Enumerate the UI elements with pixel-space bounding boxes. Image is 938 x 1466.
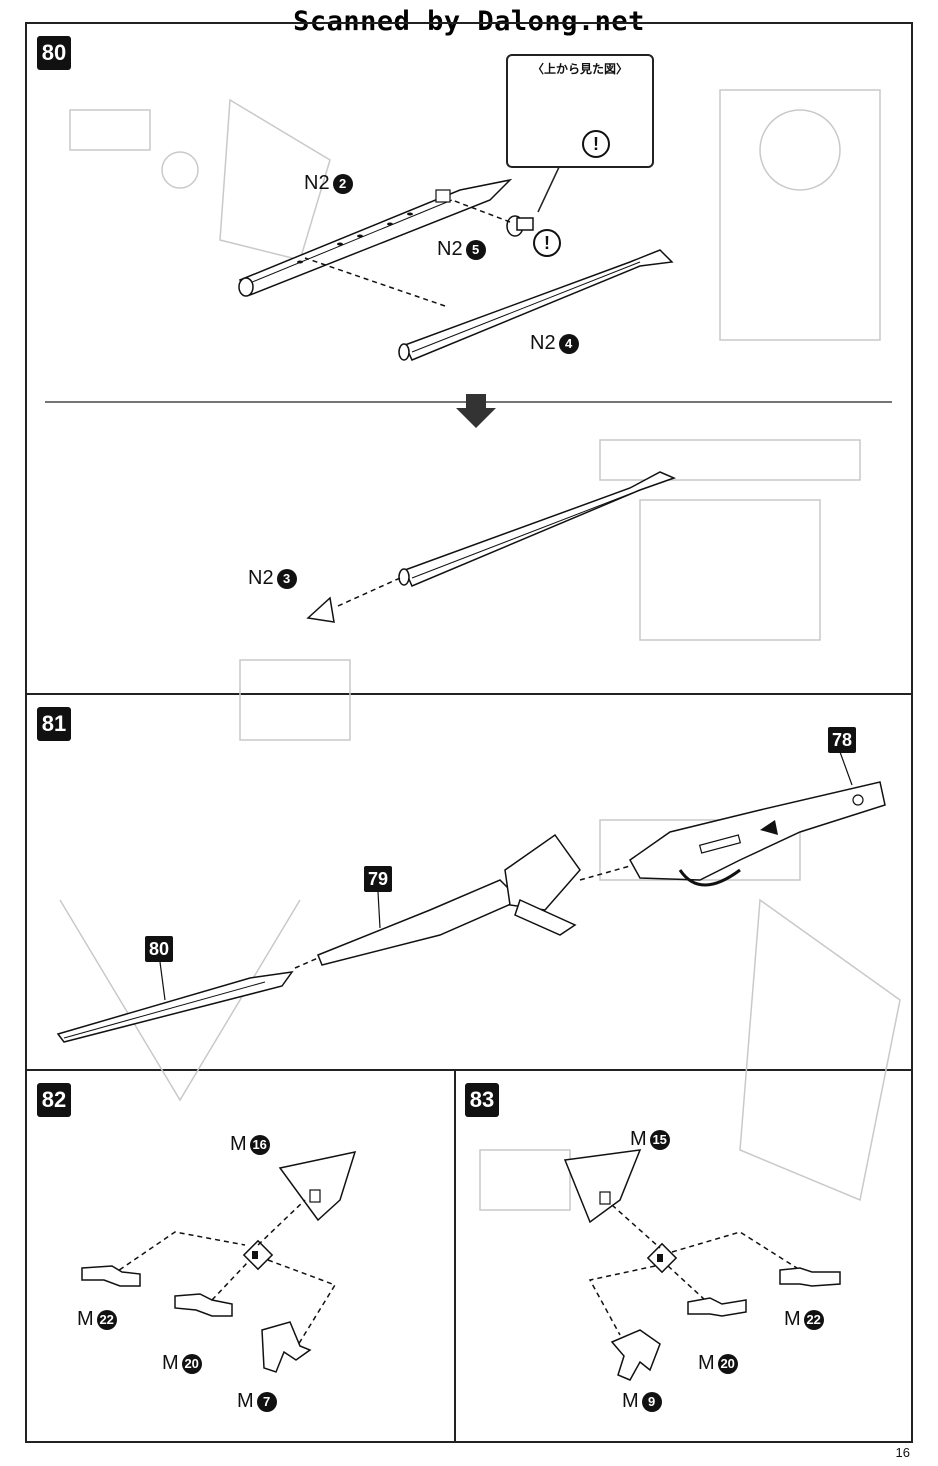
ref-79: 79	[364, 866, 393, 892]
warning-icon: !	[533, 229, 561, 257]
step-83-frame	[454, 1069, 913, 1443]
step-83-number: 83	[465, 1083, 499, 1117]
step-82-number: 82	[37, 1083, 71, 1117]
step-81-number: 81	[37, 707, 71, 741]
ref-80: 80	[145, 936, 174, 962]
warning-icon: !	[582, 130, 610, 158]
watermark: Scanned by Dalong.net	[293, 6, 645, 37]
step-80-number: 80	[37, 36, 71, 70]
page-number: 16	[895, 1445, 910, 1460]
ref-78: 78	[828, 727, 857, 753]
callout-title: 〈上から見た図〉	[531, 62, 628, 76]
top-view-callout: 〈上から見た図〉	[506, 54, 654, 168]
